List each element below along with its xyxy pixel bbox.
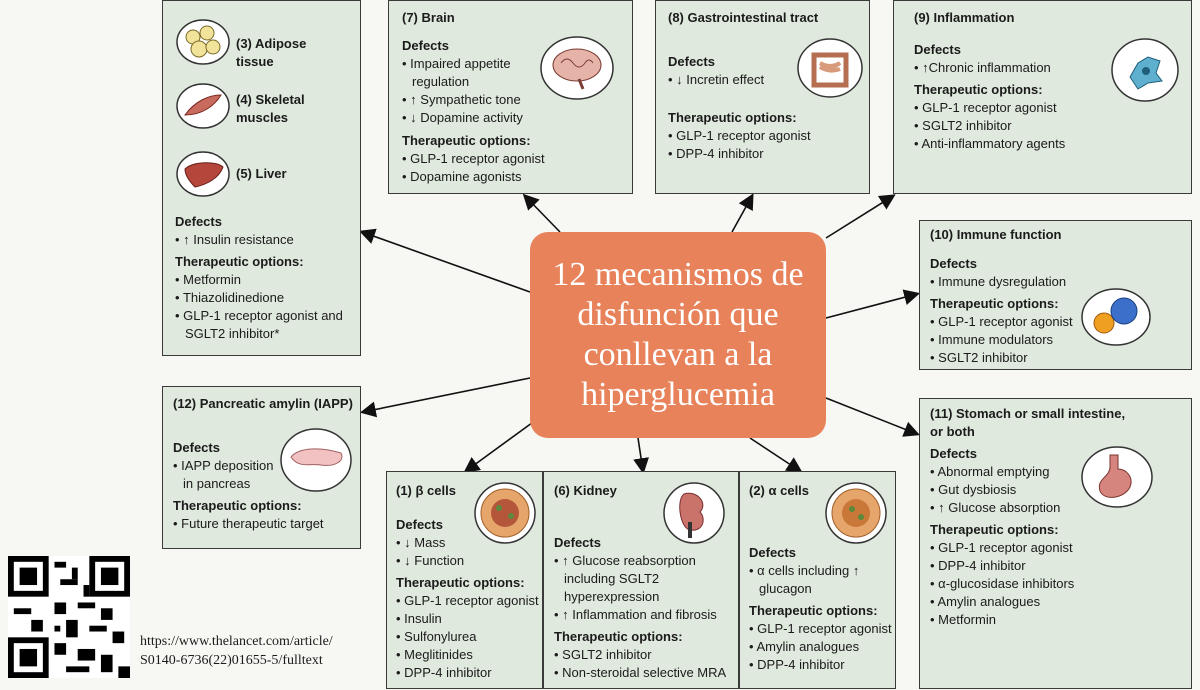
defects-list: IAPP deposition in pancreas bbox=[173, 457, 283, 493]
defects-list: α cells including ↑ glucagon bbox=[749, 562, 895, 598]
therapy-label: Therapeutic options: bbox=[914, 82, 1043, 97]
immune-cells-icon bbox=[1080, 287, 1152, 352]
therapy-list: SGLT2 inhibitor Non-steroidal selective … bbox=[554, 646, 739, 682]
therapy-list: Metformin Thiazolidinedione GLP-1 recept… bbox=[175, 271, 355, 343]
therapy-list: GLP-1 receptor agonist DPP-4 inhibitor bbox=[668, 127, 868, 163]
defects-list: Immune dysregulation bbox=[930, 273, 1090, 291]
defects-label: Defects bbox=[930, 446, 977, 461]
defects-list: ↑ Insulin resistance bbox=[175, 231, 355, 249]
defects-list: ↓ Incretin effect bbox=[668, 71, 798, 89]
defects-label: Defects bbox=[396, 517, 443, 532]
therapy-label: Therapeutic options: bbox=[402, 133, 531, 148]
defects-label: Defects bbox=[402, 38, 449, 53]
therapy-label: Therapeutic options: bbox=[173, 498, 302, 513]
defects-label: Defects bbox=[749, 545, 796, 560]
therapy-label: Therapeutic options: bbox=[554, 629, 683, 644]
box-kidney: (6) Kidney Defects ↑ Glucose reabsorptio… bbox=[543, 471, 739, 689]
intestine-icon bbox=[796, 37, 864, 104]
box-immune-function: (10) Immune function Defects Immune dysr… bbox=[919, 220, 1192, 370]
islet-alpha-icon bbox=[824, 482, 888, 549]
alpha-title: (2) α cells bbox=[749, 483, 810, 498]
kidney-title: (6) Kidney bbox=[554, 483, 617, 498]
defects-list: Impaired appetite regulation ↑ Sympathet… bbox=[402, 55, 542, 127]
defects-label: Defects bbox=[173, 440, 220, 455]
therapy-list: GLP-1 receptor agonist Dopamine agonists bbox=[402, 150, 627, 186]
defects-label: Defects bbox=[914, 42, 961, 57]
brain-icon bbox=[539, 35, 615, 106]
brain-title: (7) Brain bbox=[402, 10, 455, 25]
therapy-list: Future therapeutic target bbox=[173, 515, 353, 533]
liver-title: (5) Liver bbox=[236, 166, 287, 181]
therapy-label: Therapeutic options: bbox=[930, 522, 1059, 537]
therapy-list: GLP-1 receptor agonist SGLT2 inhibitor A… bbox=[914, 99, 1114, 153]
therapy-list: GLP-1 receptor agonist Insulin Sulfonylu… bbox=[396, 592, 542, 682]
immune-title: (10) Immune function bbox=[930, 227, 1062, 242]
box-pancreatic-amylin: (12) Pancreatic amylin (IAPP) Defects IA… bbox=[162, 386, 361, 549]
defects-list: Abnormal emptying Gut dysbiosis ↑ Glucos… bbox=[930, 463, 1080, 517]
gi-title: (8) Gastrointestinal tract bbox=[668, 10, 819, 25]
defects-label: Defects bbox=[554, 535, 601, 550]
beta-title: (1) β cells bbox=[396, 483, 456, 498]
defects-list: ↑ Glucose reabsorption including SGLT2 h… bbox=[554, 552, 739, 624]
box-brain: (7) Brain Defects Impaired appetite regu… bbox=[388, 0, 633, 194]
muscle-icon bbox=[175, 81, 231, 136]
amylin-title: (12) Pancreatic amylin (IAPP) bbox=[173, 396, 353, 411]
therapy-list: GLP-1 receptor agonist DPP-4 inhibitor α… bbox=[930, 539, 1080, 629]
box-beta-cells: (1) β cells Defects ↓ Mass ↓ Function Th… bbox=[386, 471, 543, 689]
islet-beta-icon bbox=[473, 482, 537, 549]
therapy-list: GLP-1 receptor agonist Amylin analogues … bbox=[749, 620, 895, 674]
box-stomach-intestine: (11) Stomach or small intestine,or both … bbox=[919, 398, 1192, 689]
source-url-link[interactable]: https://www.thelancet.com/article/ S0140… bbox=[140, 634, 333, 668]
central-title: 12 mecanismos de disfunción que conlleva… bbox=[530, 232, 826, 438]
therapy-list: GLP-1 receptor agonist Immune modulators… bbox=[930, 313, 1090, 367]
defects-list: ↑Chronic inflammation bbox=[914, 59, 1114, 77]
box-gi-tract: (8) Gastrointestinal tract Defects ↓ Inc… bbox=[655, 0, 870, 194]
kidney-icon bbox=[662, 482, 726, 549]
qr-code-icon[interactable] bbox=[8, 556, 130, 678]
stomach-icon bbox=[1080, 445, 1154, 514]
therapy-label: Therapeutic options: bbox=[930, 296, 1059, 311]
adipose-cells-icon bbox=[175, 17, 231, 72]
therapy-label: Therapeutic options: bbox=[668, 110, 797, 125]
liver-icon bbox=[175, 149, 231, 204]
immune-cell-icon bbox=[1110, 37, 1180, 108]
defects-list: ↓ Mass ↓ Function bbox=[396, 534, 542, 570]
inflammation-title: (9) Inflammation bbox=[914, 10, 1015, 25]
stomach-title: (11) Stomach or small intestine,or both bbox=[930, 406, 1126, 439]
box-alpha-cells: (2) α cells Defects α cells including ↑ … bbox=[739, 471, 896, 689]
therapy-label: Therapeutic options: bbox=[749, 603, 878, 618]
therapy-label: Therapeutic options: bbox=[175, 254, 304, 269]
defects-label: Defects bbox=[930, 256, 977, 271]
defects-label: Defects bbox=[175, 214, 222, 229]
box-inflammation: (9) Inflammation Defects ↑Chronic inflam… bbox=[893, 0, 1192, 194]
therapy-label: Therapeutic options: bbox=[396, 575, 525, 590]
defects-label: Defects bbox=[668, 54, 715, 69]
